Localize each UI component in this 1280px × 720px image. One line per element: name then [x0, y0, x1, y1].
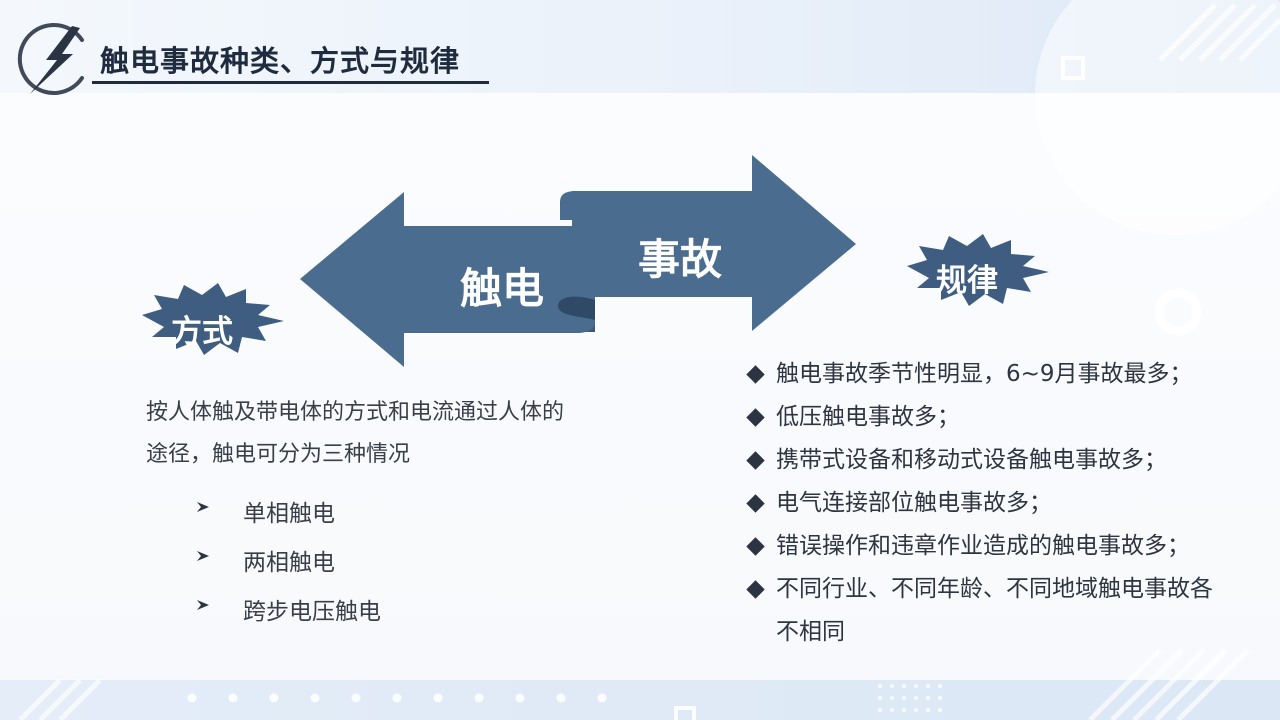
list-item: 触电事故季节性明显，6~9月事故最多； — [745, 353, 1225, 396]
list-item: 携带式设备和移动式设备触电事故多； — [745, 439, 1225, 482]
left-burst-label: 方式 — [171, 314, 233, 350]
diamond-bullet-icon — [746, 408, 765, 427]
left-arrow-label: 触电 — [460, 264, 545, 313]
right-burst-label: 规律 — [936, 263, 998, 299]
diamond-bullet-icon — [746, 580, 765, 599]
methods-description: 按人体触及带电体的方式和电流通过人体的途径，触电可分为三种情况 — [146, 400, 565, 467]
list-item: 错误操作和违章作业造成的触电事故多； — [745, 525, 1225, 568]
left-burst-shape — [142, 283, 284, 355]
arrowhead-bullet-icon — [197, 551, 209, 561]
diamond-bullet-icon — [746, 365, 765, 384]
right-burst-shape — [907, 234, 1049, 306]
diamond-bullet-icon — [746, 451, 765, 470]
right-arrow-shape — [572, 155, 856, 331]
diamond-bullet-icon — [746, 537, 765, 556]
double-arrow-diagram — [300, 155, 856, 367]
title-underline — [92, 81, 489, 84]
footer-band — [0, 680, 1280, 720]
left-arrow-shape — [300, 192, 595, 367]
lightning-bolt-icon — [17, 23, 84, 95]
list-item: 低压触电事故多； — [745, 396, 1225, 439]
content-area — [0, 93, 1280, 680]
patterns-list: 触电事故季节性明显，6~9月事故最多； 低压触电事故多； 携带式设备和移动式设备… — [745, 353, 1225, 654]
page-title: 触电事故种类、方式与规律 — [100, 44, 461, 78]
diamond-bullet-icon — [746, 494, 765, 513]
right-arrow-label: 事故 — [638, 235, 723, 284]
list-item: 电气连接部位触电事故多； — [745, 482, 1225, 525]
arrowhead-bullet-icon — [197, 502, 209, 512]
arrowhead-bullet-icon — [197, 600, 209, 610]
list-item: 不同行业、不同年龄、不同地域触电事故各不相同 — [745, 568, 1225, 654]
